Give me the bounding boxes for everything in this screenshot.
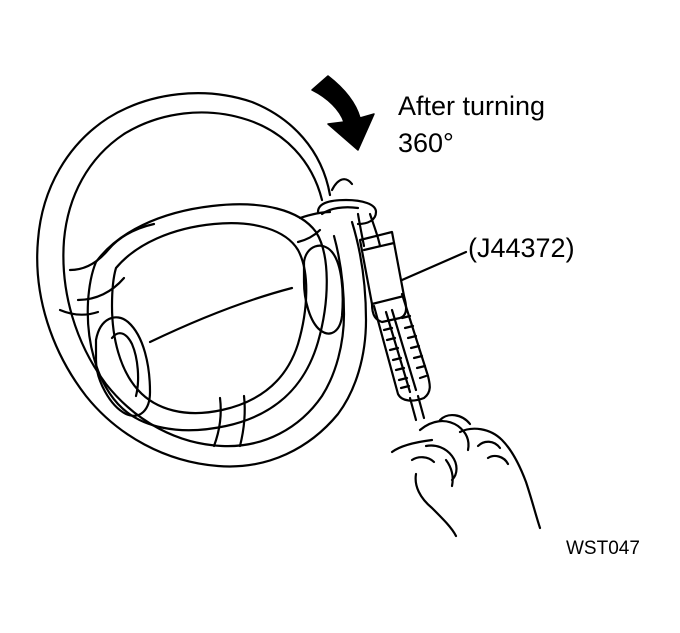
airbag-pad xyxy=(86,203,328,432)
steering-wheel-spokes xyxy=(68,222,322,448)
right-horn-button xyxy=(302,244,344,335)
hand xyxy=(410,414,542,538)
tool-number-label: (J44372) xyxy=(468,233,575,263)
instruction-text-line2: 360° xyxy=(398,128,454,158)
left-horn-button xyxy=(94,316,152,417)
spring-scale-tool xyxy=(358,230,434,454)
steering-wheel-rim xyxy=(36,92,368,468)
rotation-arrow-icon xyxy=(311,75,375,151)
rim-hook xyxy=(298,198,382,248)
tool-label-leader xyxy=(400,250,468,282)
instruction-text-line1: After turning xyxy=(398,91,546,121)
figure-code-label: WST047 xyxy=(566,538,640,559)
